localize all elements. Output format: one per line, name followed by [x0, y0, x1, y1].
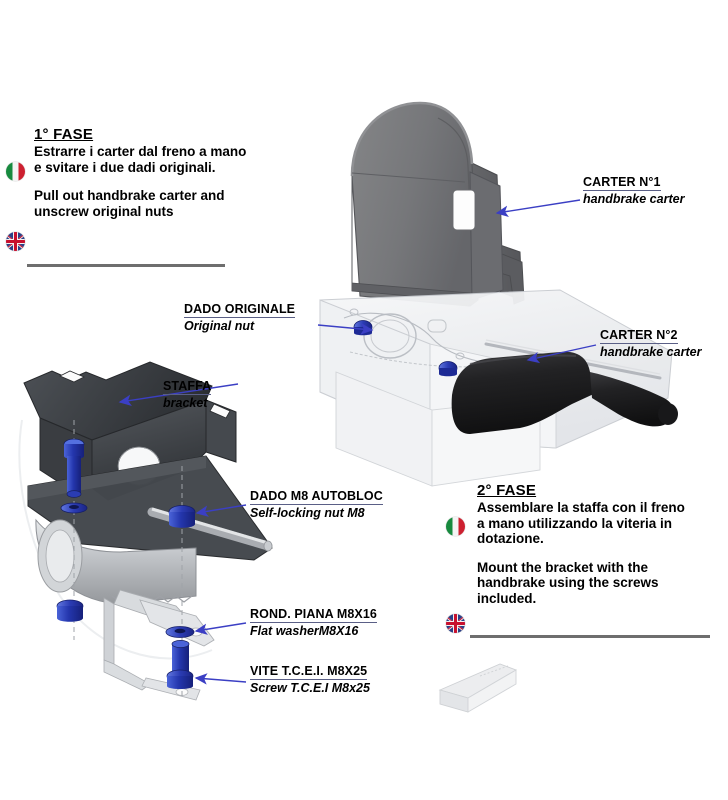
callout-carter-n2: CARTER N°2 handbrake carter [600, 326, 701, 359]
original-nut-upper [353, 320, 373, 336]
screw-upper-left [63, 438, 85, 498]
callout-dado-originale: DADO ORIGINALE Original nut [184, 300, 296, 333]
phase-2-divider [470, 635, 710, 638]
phase-1-title: 1° FASE [34, 126, 94, 143]
callout-staffa-italian: STAFFA [163, 379, 212, 395]
callout-vite-tcei: VITE T.C.E.I. M8X25 Screw T.C.E.I M8x25 [250, 662, 370, 695]
callout-leader-lines [118, 199, 597, 685]
callout-carter-n1-english: handbrake carter [583, 192, 685, 206]
phase-2-english-text: Mount the bracket with the handbrake usi… [477, 559, 659, 606]
bracket-assembly [18, 361, 273, 701]
callout-dado-m8-autobloc: DADO M8 AUTOBLOC Self-locking nut M8 [250, 487, 383, 520]
callout-rondella-piana: ROND. PIANA M8X16 Flat washerM8X16 [250, 605, 377, 638]
carter-n1-part [350, 101, 525, 307]
callout-carter-n2-english: handbrake carter [600, 345, 702, 359]
callout-vite-english: Screw T.C.E.I M8x25 [250, 681, 370, 695]
callout-dado-originale-english: Original nut [184, 319, 255, 333]
callout-vite-italian: VITE T.C.E.I. M8X25 [250, 664, 368, 680]
leader-carter2 [526, 344, 597, 364]
handbrake-lever-part [451, 351, 678, 434]
nut-bottom-left [56, 599, 84, 622]
callout-dado-originale-italian: DADO ORIGINALE [184, 302, 296, 318]
washer-upper-left [60, 502, 88, 514]
flag-italy-icon [446, 517, 465, 536]
leader-dado-originale [317, 323, 374, 335]
flag-uk-icon [6, 232, 25, 251]
phase-1-divider [27, 264, 225, 267]
phase-1-italian-text: Estrarre i carter dal freno a mano e svi… [34, 144, 247, 175]
phase-2-block: 2° FASE Assemblare la staffa con il fren… [477, 482, 695, 606]
callout-dado-m8-english: Self-locking nut M8 [250, 506, 365, 520]
flag-uk-icon [446, 614, 465, 633]
leader-staffa [118, 383, 239, 406]
leader-dado-m8 [195, 504, 247, 517]
callout-staffa-english: bracket [163, 396, 208, 410]
callout-carter-n2-italian: CARTER N°2 [600, 328, 678, 344]
callout-staffa: STAFFA bracket [163, 377, 212, 410]
bracket-ghost-bottom [438, 663, 518, 713]
phase-1-english-text: Pull out handbrake carter and unscrew or… [34, 188, 225, 219]
callout-dado-m8-italian: DADO M8 AUTOBLOC [250, 489, 383, 505]
leader-vite [194, 673, 247, 685]
callout-carter-n1-italian: CARTER N°1 [583, 175, 661, 191]
callout-rondella-italian: ROND. PIANA M8X16 [250, 607, 377, 623]
leader-rondella [194, 622, 247, 635]
callout-carter-n1: CARTER N°1 handbrake carter [583, 173, 684, 206]
leader-carter1 [495, 199, 581, 217]
original-nut-lower [438, 361, 458, 377]
callout-rondella-english: Flat washerM8X16 [250, 624, 359, 638]
flag-italy-icon [6, 162, 25, 181]
phase-1-block: 1° FASE Estrarre i carter dal freno a ma… [34, 126, 249, 219]
self-locking-nut-m8 [168, 505, 196, 528]
screw-tcei-m8x25 [166, 640, 194, 689]
phase-2-title: 2° FASE [477, 482, 537, 499]
flat-washer-m8x16 [165, 626, 195, 638]
phase-2-italian-text: Assemblare la staffa con il freno a mano… [477, 500, 685, 546]
